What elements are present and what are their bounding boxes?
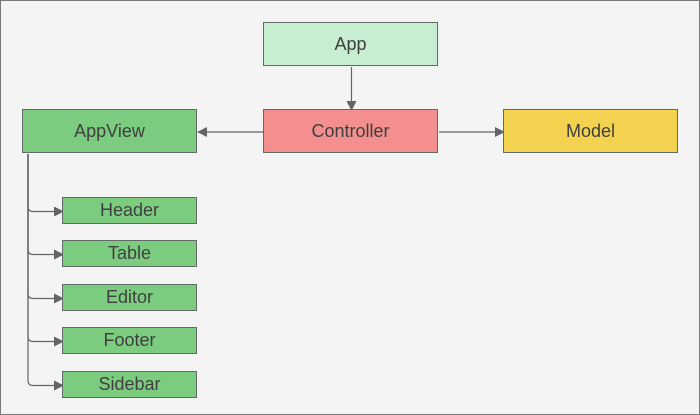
node-table: Table <box>62 240 197 267</box>
node-editor-label: Editor <box>105 287 154 307</box>
node-sidebar-label: Sidebar <box>98 374 161 394</box>
node-header: Header <box>62 197 197 224</box>
node-model: Model <box>503 109 678 153</box>
node-sidebar: Sidebar <box>62 371 197 398</box>
node-app: App <box>263 22 438 66</box>
node-table-label: Table <box>107 243 152 263</box>
edge-appview-to-sidebar <box>27 154 64 391</box>
node-appview-label: AppView <box>74 120 145 141</box>
node-editor: Editor <box>62 284 197 311</box>
edge-appview-to-header <box>27 154 64 217</box>
node-header-label: Header <box>99 200 160 220</box>
node-controller-label: Controller <box>311 120 390 141</box>
edge-appview-to-editor <box>27 154 64 304</box>
node-appview: AppView <box>22 109 197 153</box>
edge-appview-to-footer <box>27 154 64 347</box>
node-controller: Controller <box>263 109 438 153</box>
node-footer: Footer <box>62 327 197 354</box>
edge-appview-to-table <box>27 154 64 260</box>
node-footer-label: Footer <box>103 330 156 350</box>
node-model-label: Model <box>565 120 616 141</box>
node-app-label: App <box>334 33 367 54</box>
